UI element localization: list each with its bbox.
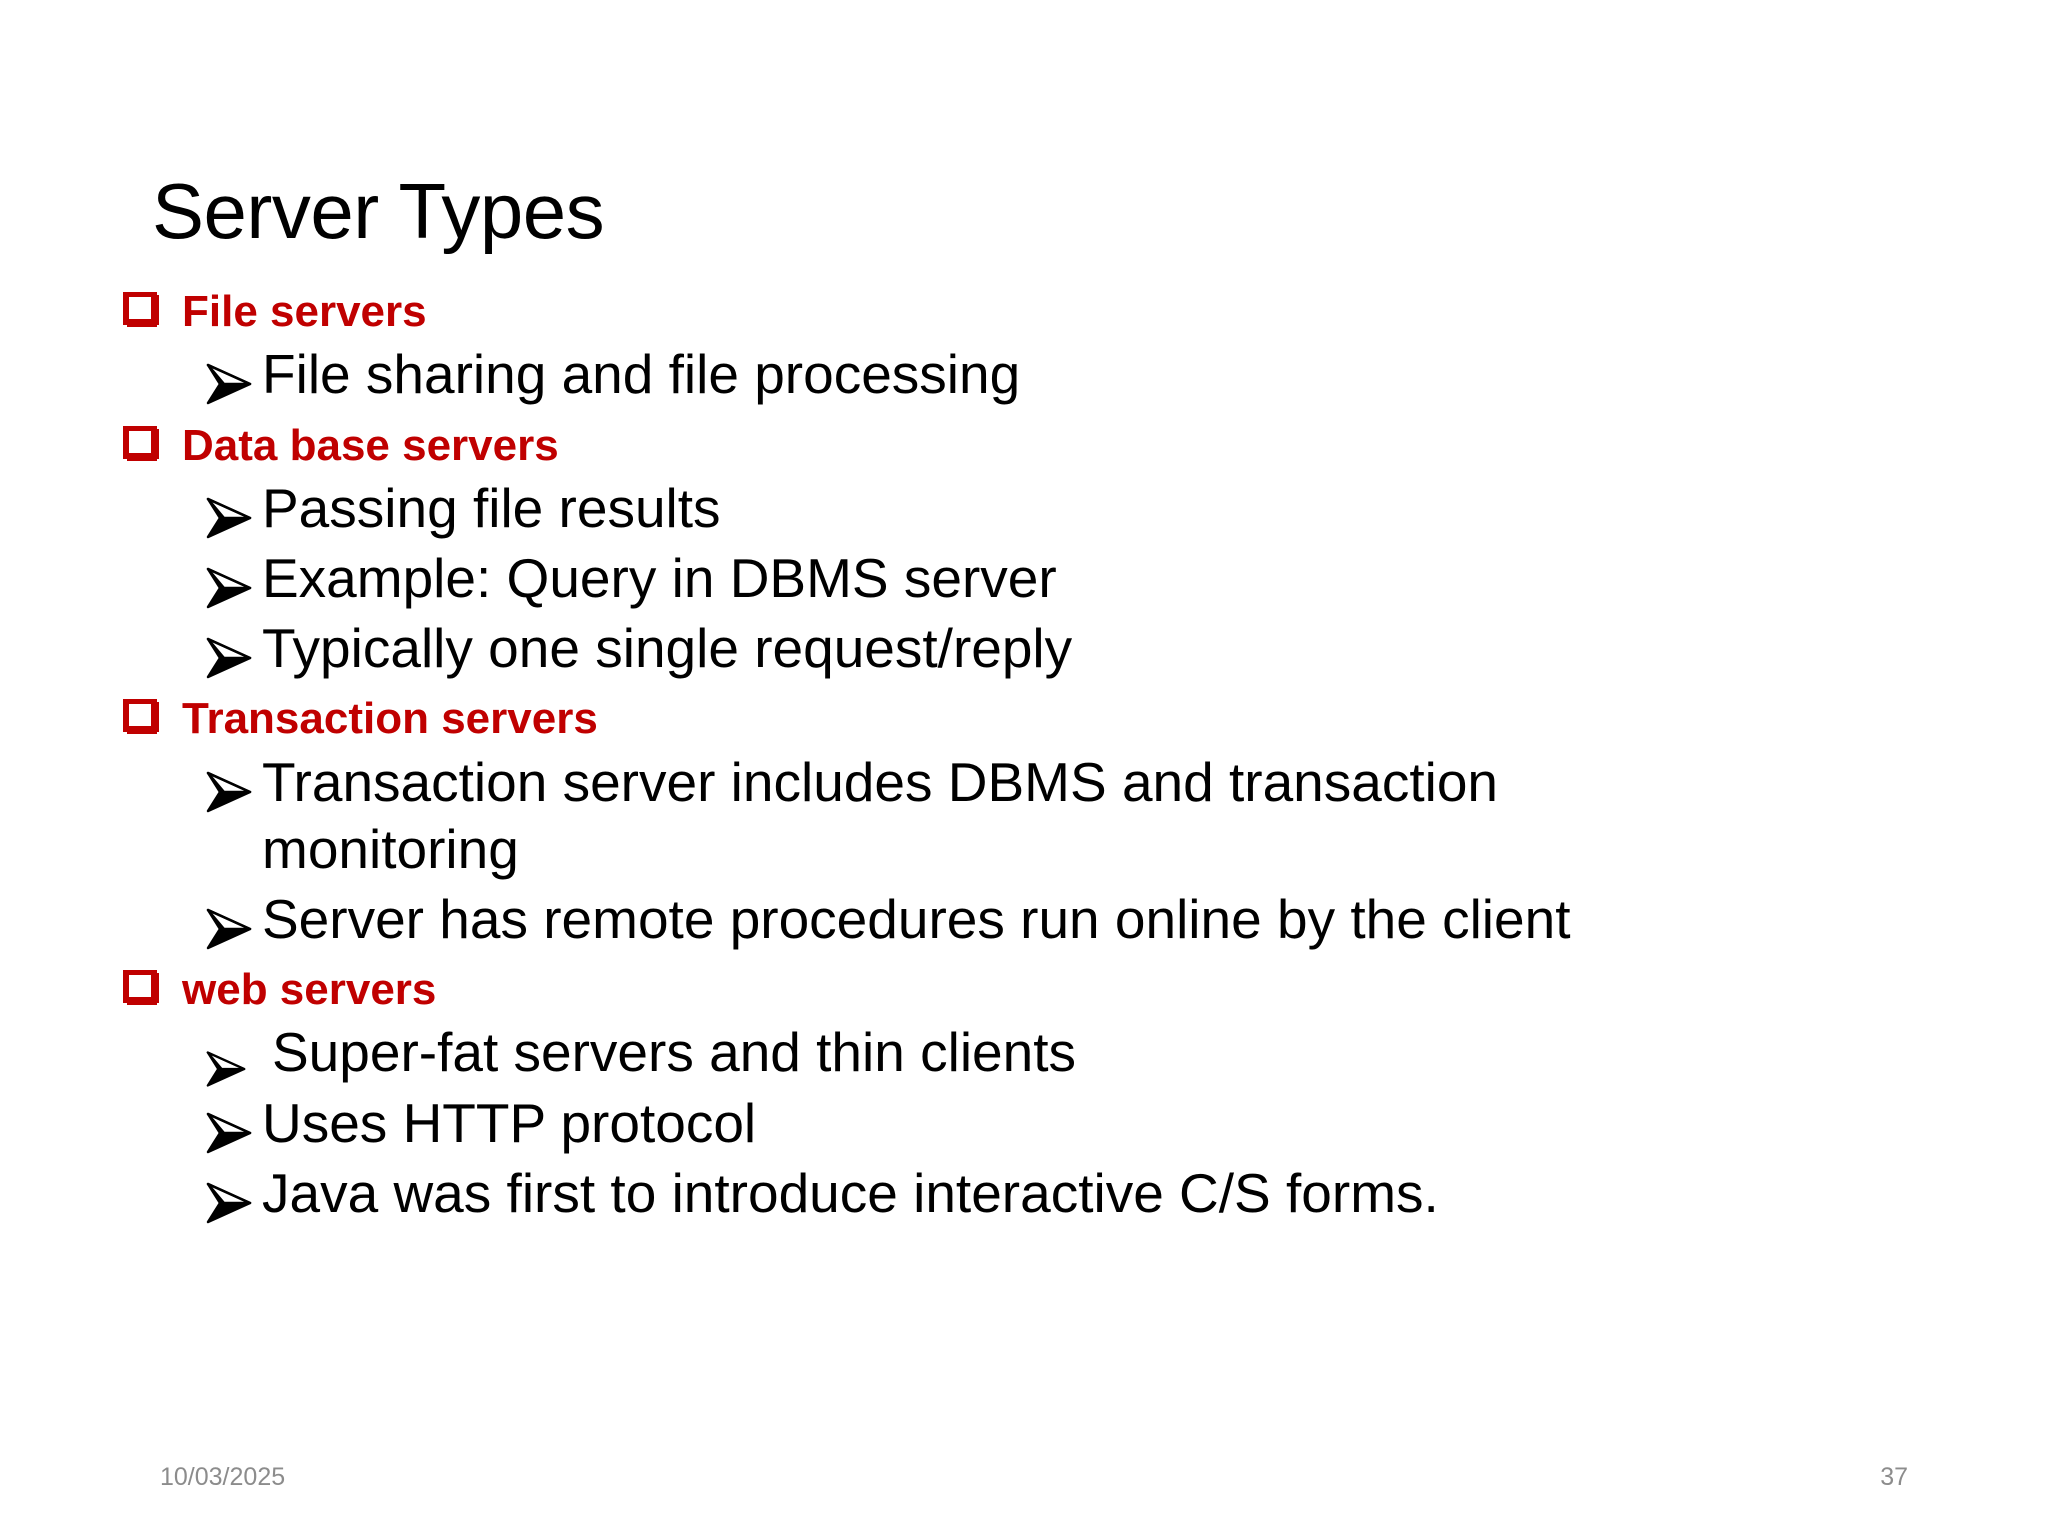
page-title: Server Types bbox=[152, 167, 605, 255]
section-heading: Data base servers bbox=[0, 418, 2048, 473]
section-heading: web servers bbox=[0, 962, 2048, 1017]
arrowhead-bullet-icon bbox=[204, 1104, 254, 1153]
content-body: File servers File sharing and file proce… bbox=[0, 284, 2048, 1230]
list-item-text-continued: monitoring bbox=[262, 817, 519, 880]
list-item-text: Typically one single request/reply bbox=[262, 617, 1073, 680]
list-item: Typically one single request/reply bbox=[0, 615, 2048, 682]
arrowhead-bullet-icon bbox=[204, 489, 254, 539]
section-heading: Transaction servers bbox=[0, 691, 2048, 746]
list-item: Transaction server includes DBMS and tra… bbox=[0, 749, 2048, 883]
section-file-servers: File servers File sharing and file proce… bbox=[0, 284, 2048, 409]
arrowhead-bullet-icon bbox=[204, 629, 254, 679]
list-item-text: Passing file results bbox=[262, 476, 721, 539]
arrowhead-bullet-icon bbox=[204, 763, 254, 812]
footer-page-number: 37 bbox=[1880, 1463, 1908, 1491]
section-transaction-servers: Transaction servers Transaction server i… bbox=[0, 691, 2048, 953]
list-item-text: File sharing and file processing bbox=[262, 343, 1021, 406]
arrowhead-bullet-icon bbox=[204, 900, 254, 950]
section-heading-label: Transaction servers bbox=[182, 694, 598, 744]
list-item: Uses HTTP protocol bbox=[0, 1090, 2048, 1157]
list-item-text: Uses HTTP protocol bbox=[262, 1091, 757, 1154]
list-item: Super-fat servers and thin clients bbox=[0, 1019, 2048, 1088]
list-item: Passing file results bbox=[0, 475, 2048, 542]
list-item: File sharing and file processing bbox=[0, 341, 2048, 408]
section-heading-label: File servers bbox=[182, 287, 427, 336]
hollow-square-bullet-icon bbox=[122, 424, 162, 464]
arrowhead-bullet-icon bbox=[204, 355, 254, 405]
arrowhead-bullet-icon bbox=[204, 1174, 254, 1223]
section-heading-label: Data base servers bbox=[182, 420, 559, 470]
section-heading: File servers bbox=[0, 284, 2048, 339]
section-data-base-servers: Data base servers Passing file results bbox=[0, 418, 2048, 683]
arrowhead-bullet-icon bbox=[204, 1037, 248, 1088]
section-heading-label: web servers bbox=[182, 964, 437, 1014]
footer-date: 10/03/2025 bbox=[160, 1463, 286, 1491]
list-item-text: Super-fat servers and thin clients bbox=[272, 1021, 1076, 1084]
list-item-text: Transaction server includes DBMS and tra… bbox=[262, 750, 1499, 813]
section-web-servers: web servers Super-fat servers and thin c… bbox=[0, 962, 2048, 1227]
list-item: Example: Query in DBMS server bbox=[0, 545, 2048, 612]
list-item: Java was first to introduce interactive … bbox=[0, 1160, 2048, 1227]
hollow-square-bullet-icon bbox=[122, 968, 162, 1008]
list-item-text: Example: Query in DBMS server bbox=[262, 547, 1057, 610]
hollow-square-bullet-icon bbox=[122, 697, 162, 737]
list-item: Server has remote procedures run online … bbox=[0, 886, 2048, 953]
list-item-text: Server has remote procedures run online … bbox=[262, 887, 1571, 950]
hollow-square-bullet-icon bbox=[122, 290, 162, 330]
list-item-text: Java was first to introduce interactive … bbox=[262, 1161, 1439, 1224]
arrowhead-bullet-icon bbox=[204, 559, 254, 609]
